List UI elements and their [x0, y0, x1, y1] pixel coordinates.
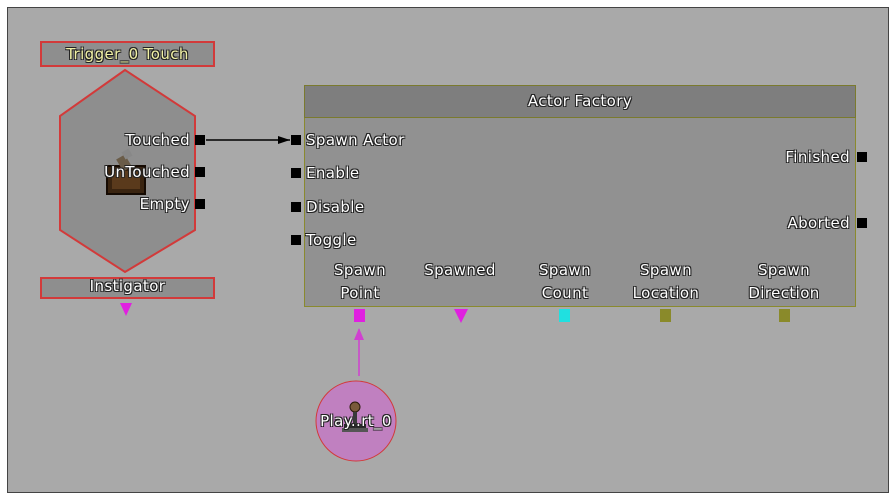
varlink-spawn-point-line2: Point — [340, 284, 380, 302]
player-start-label: Play..rt_0 — [320, 412, 392, 430]
wire-arrowhead — [278, 136, 290, 144]
varlink-spawn-count-label: Spawn Count — [525, 259, 605, 305]
spawn-location-connector[interactable] — [660, 309, 671, 322]
varlink-spawned-label: Spawned — [420, 259, 500, 282]
actor-factory-title: Actor Factory — [527, 92, 633, 110]
varlink-spawn-count-line1: Spawn — [538, 261, 591, 279]
trigger-icon — [106, 148, 146, 195]
output-finished-label: Finished — [785, 148, 850, 166]
player-start-icon — [342, 401, 368, 432]
event-variable-link-label: Instigator — [89, 277, 166, 295]
spawn-point-connector[interactable] — [354, 309, 365, 322]
output-aborted-label: Aborted — [787, 214, 850, 232]
varlink-spawn-location-line2: Location — [632, 284, 700, 302]
varlink-spawn-location-label: Spawn Location — [620, 259, 712, 305]
spawn-count-connector[interactable] — [559, 309, 570, 322]
varlink-spawned-line1: Spawned — [424, 261, 496, 279]
event-node-title[interactable]: Trigger_0 Touch — [40, 41, 215, 67]
input-enable-label: Enable — [306, 164, 360, 182]
event-output-empty-plug[interactable] — [195, 199, 205, 209]
varlink-spawn-location-line1: Spawn — [639, 261, 692, 279]
input-spawn-actor-label: Spawn Actor — [306, 131, 405, 149]
varlink-spawn-direction-label: Spawn Direction — [736, 259, 832, 305]
output-aborted-plug[interactable] — [857, 218, 867, 228]
varlink-spawn-point-label: Spawn Point — [320, 259, 400, 305]
input-enable-plug[interactable] — [291, 168, 301, 178]
event-output-untouched-plug[interactable] — [195, 167, 205, 177]
spawned-connector[interactable] — [454, 309, 468, 323]
input-toggle-plug[interactable] — [291, 235, 301, 245]
wire-var-arrowhead — [354, 328, 364, 340]
instigator-connector[interactable] — [120, 303, 132, 316]
actor-factory-body[interactable] — [304, 118, 856, 307]
output-finished-plug[interactable] — [857, 152, 867, 162]
input-disable-label: Disable — [306, 198, 365, 216]
event-output-touched: Touched — [125, 131, 190, 149]
varlink-spawn-direction-line1: Spawn — [757, 261, 810, 279]
varlink-spawn-point-line1: Spawn — [333, 261, 386, 279]
kismet-canvas[interactable]: Trigger_0 Touch Touched UnTouched Empty … — [7, 7, 889, 493]
event-output-untouched: UnTouched — [104, 163, 190, 181]
input-toggle-label: Toggle — [306, 231, 357, 249]
input-disable-plug[interactable] — [291, 202, 301, 212]
varlink-spawn-direction-line2: Direction — [748, 284, 820, 302]
event-output-touched-plug[interactable] — [195, 135, 205, 145]
spawn-direction-connector[interactable] — [779, 309, 790, 322]
event-output-empty: Empty — [139, 195, 190, 213]
varlink-spawn-count-line2: Count — [541, 284, 589, 302]
input-spawn-actor-plug[interactable] — [291, 135, 301, 145]
actor-factory-header[interactable]: Actor Factory — [304, 85, 856, 118]
event-variable-link-box[interactable]: Instigator — [40, 277, 215, 299]
